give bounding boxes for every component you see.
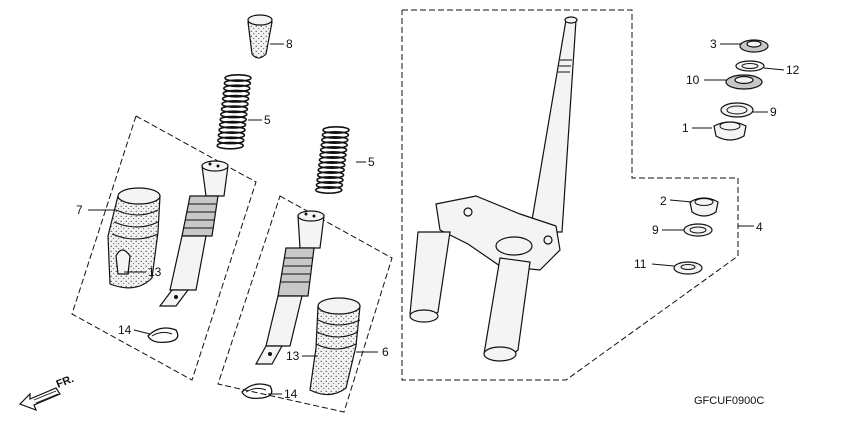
fork-leg-left (158, 160, 229, 307)
top-cone-race-part (713, 121, 747, 141)
spring-coil (222, 89, 250, 98)
callout-7: 7 (76, 203, 83, 217)
steel-ball-race-part-lower (683, 223, 713, 237)
group-outline-left-fork (71, 115, 257, 381)
spring-coil (224, 74, 252, 83)
spring-coil (318, 156, 347, 165)
fork-boot-part-right (309, 297, 361, 396)
group-outline-right-fork (217, 195, 393, 413)
callout-1: 1 (682, 121, 689, 135)
spring-coil (314, 186, 343, 195)
callout-14-left: 14 (118, 323, 132, 337)
callout-2: 2 (660, 194, 667, 208)
group-outline-steering-stem (401, 9, 739, 381)
callout-13-left: 13 (148, 265, 162, 279)
callout-5-right: 5 (368, 155, 375, 169)
callout-14-right: 14 (284, 387, 298, 401)
fork-leg-right (254, 210, 325, 365)
callout-6: 8 (286, 37, 293, 51)
spring-coil (316, 176, 344, 185)
callout-10: 10 (686, 73, 700, 87)
spring-coil (322, 126, 350, 135)
bottom-cone-race-part (673, 261, 703, 275)
spring-coil (317, 161, 346, 170)
fork-cap-part (247, 14, 273, 59)
callout-12: 12 (786, 63, 800, 77)
spring-coil (316, 171, 345, 180)
callout-3: 3 (710, 37, 717, 51)
leader-lines (88, 43, 785, 395)
spring-part-left (216, 74, 252, 150)
ball-race-part-lower (689, 197, 719, 217)
spring-coil (319, 151, 347, 160)
fork-boot-part-left (107, 187, 161, 289)
diagram-code: GFCUF0900C (694, 395, 764, 407)
callout-8: 6 (382, 345, 389, 359)
callout-11: 11 (634, 257, 647, 271)
front-direction-arrow (18, 387, 61, 412)
steel-ball-race-part-upper (720, 102, 754, 118)
callout-13-right: 13 (286, 349, 300, 363)
spring-coil (223, 84, 251, 93)
spring-coil (220, 105, 249, 114)
clip-part-right (241, 383, 273, 400)
callout-4: 4 (756, 220, 763, 234)
callout-5-left: 5 (264, 113, 271, 127)
spring-coil (321, 131, 350, 140)
front-direction-label: FR. (55, 373, 76, 391)
spring-part-right (314, 126, 350, 195)
spring-coil (218, 126, 246, 135)
spring-coil (221, 94, 250, 103)
spring-coil (317, 166, 346, 175)
adjusting-nut-part (725, 74, 763, 90)
spring-coil (218, 120, 247, 129)
spring-coil (315, 181, 344, 190)
spring-coil (320, 141, 349, 150)
spring-coil (319, 146, 348, 155)
callout-9-lower: 9 (652, 223, 659, 237)
spring-coil (221, 100, 249, 109)
spring-coil (219, 115, 247, 124)
steering-stem-part (409, 16, 578, 362)
lock-nut-part (739, 39, 769, 53)
spring-coil (223, 79, 252, 88)
spring-coil (320, 136, 349, 145)
spring-coil (220, 110, 248, 119)
spring-coil (216, 141, 244, 150)
washer-part (735, 60, 765, 72)
clip-part-left (147, 327, 179, 344)
spring-coil (217, 136, 245, 145)
spring-coil (217, 131, 246, 140)
callout-9-upper: 9 (770, 105, 777, 119)
